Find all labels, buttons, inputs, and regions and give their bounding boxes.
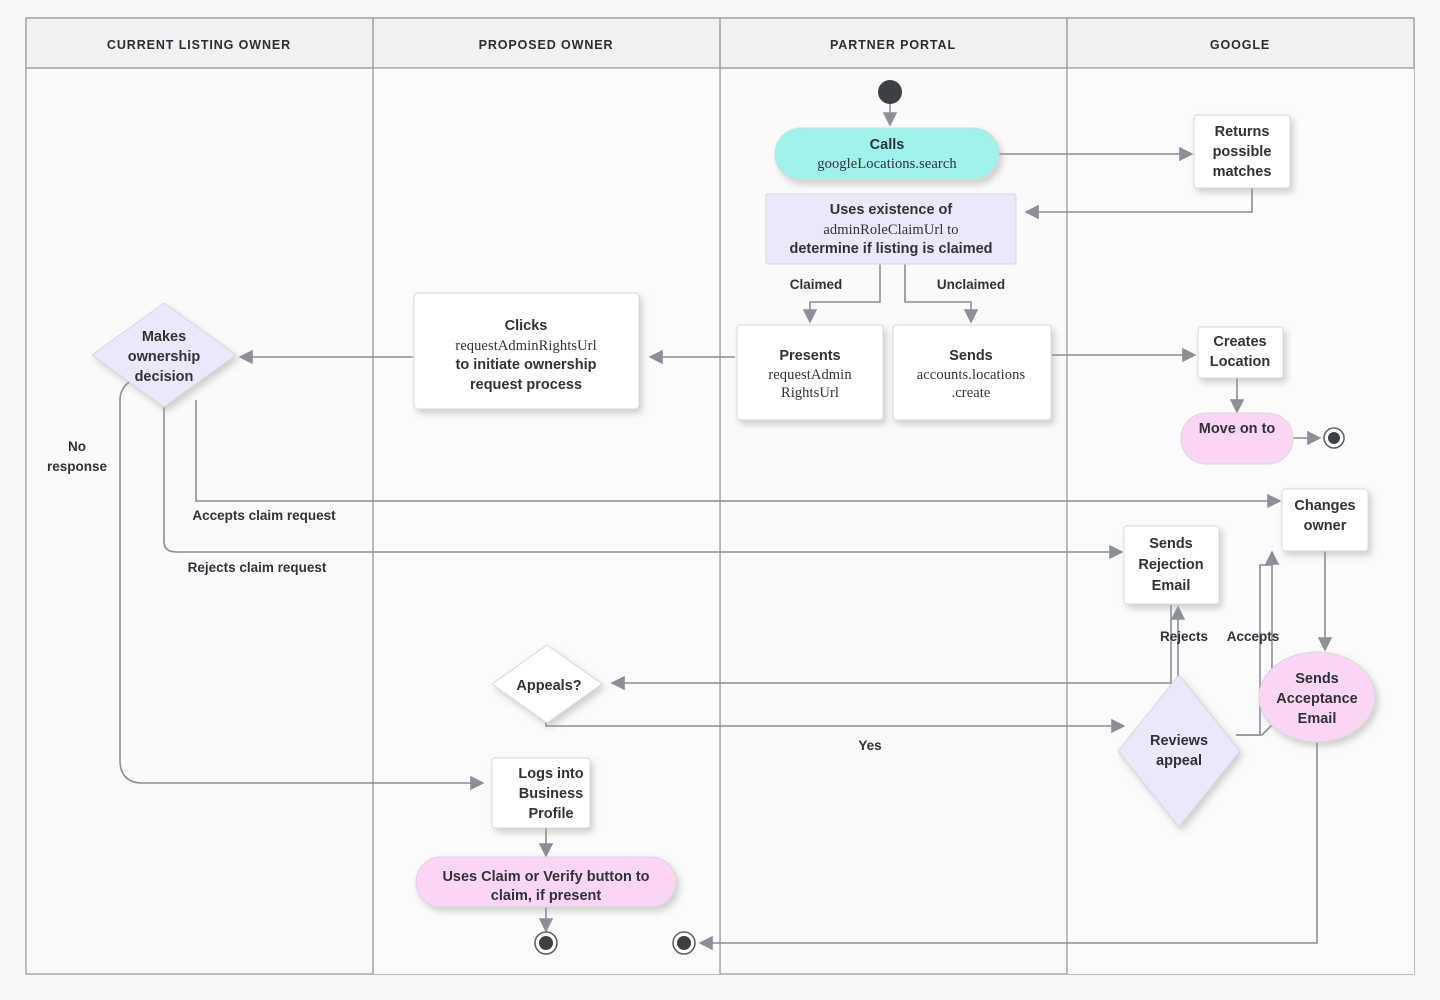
edge-label-rejects: Rejects [1160, 629, 1208, 644]
node-clicks-request-admin-rights-url[interactable]: Clicks requestAdminRightsUrl to initiate… [413, 292, 640, 410]
node-label-line: Logs into [518, 766, 583, 782]
node-label-line: determine if listing is claimed [789, 241, 992, 257]
edge-label-unclaimed: Unclaimed [937, 277, 1005, 292]
node-label-line: matches [1213, 164, 1272, 180]
node-label-line: Sends [949, 348, 993, 364]
node-uses-claim-or-verify-button[interactable]: Uses Claim or Verify button to claim, if… [415, 856, 677, 908]
node-label-line: appeal [1156, 753, 1202, 769]
lane-header-current-listing-owner: CURRENT LISTING OWNER [107, 38, 291, 52]
node-label-line: Email [1152, 578, 1191, 594]
node-label-line: accounts.locations [917, 367, 1026, 383]
node-label-line: .create [952, 385, 991, 401]
node-label-line: requestAdmin [768, 367, 852, 383]
node-label-line: Profile [528, 806, 573, 822]
node-uses-existence-admin-role-claim-url[interactable]: Uses existence of adminRoleClaimUrl to d… [765, 193, 1017, 265]
node-label-line: Creates [1213, 334, 1266, 350]
node-label-line: Move on to [1199, 421, 1276, 437]
edge-label-no-response-line2: response [47, 459, 108, 474]
node-calls-google-locations-search[interactable]: Calls googleLocations.search [774, 127, 1000, 181]
node-label-line: claim, if present [491, 888, 602, 904]
node-label-line: Changes [1294, 498, 1355, 514]
node-label-line: decision [135, 369, 194, 385]
node-logs-into-business-profile[interactable]: Logs into Business Profile [491, 757, 591, 829]
node-label-line: Calls [870, 137, 905, 153]
node-sends-acceptance-email[interactable]: Sends Acceptance Email [1258, 651, 1376, 743]
node-label-line: Sends [1149, 536, 1193, 552]
end-node-google [1323, 427, 1345, 449]
node-label-line: Presents [779, 348, 840, 364]
edge-label-no-response-line1: No [68, 439, 86, 454]
node-label-line: owner [1304, 518, 1347, 534]
node-label-line: Clicks [505, 318, 548, 334]
node-label-line: requestAdminRightsUrl [455, 338, 596, 354]
end-node-partner-portal [672, 931, 696, 955]
edge-label-accepts-claim-request: Accepts claim request [192, 508, 336, 523]
edge-label-claimed: Claimed [790, 277, 843, 292]
node-sends-rejection-email[interactable]: Sends Rejection Email [1123, 525, 1220, 605]
node-label-line: to initiate ownership [456, 357, 597, 373]
start-node-partner-portal [878, 80, 902, 104]
lane-header-proposed-owner: PROPOSED OWNER [479, 38, 614, 52]
lane-header-google: GOOGLE [1210, 38, 1270, 52]
node-creates-location[interactable]: Creates Location [1197, 326, 1284, 379]
node-label-line: Location [1210, 354, 1270, 370]
node-sends-accounts-locations-create[interactable]: Sends accounts.locations .create [892, 324, 1052, 421]
node-label-line: Returns [1215, 124, 1270, 140]
node-label-line: Uses Claim or Verify button to [442, 869, 649, 885]
edge-label-yes: Yes [858, 738, 881, 753]
node-presents-request-admin-rights-url[interactable]: Presents requestAdmin RightsUrl [736, 324, 884, 421]
node-label-line: Makes [142, 329, 186, 345]
end-node-proposed-owner [534, 931, 558, 955]
node-label-line: Reviews [1150, 733, 1208, 749]
node-label-line: ownership [128, 349, 201, 365]
node-label-line: googleLocations.search [817, 156, 957, 172]
lane-header-partner-portal: PARTNER PORTAL [830, 38, 956, 52]
node-label-line: Rejection [1138, 557, 1203, 573]
node-makes-ownership-decision[interactable]: Makes ownership decision [91, 302, 237, 408]
node-label-line: Appeals? [516, 678, 581, 694]
node-label-line: Acceptance [1276, 691, 1357, 707]
node-label-line: Business [519, 786, 583, 802]
node-reviews-appeal-decision[interactable]: Reviews appeal [1117, 674, 1241, 828]
node-label-line: Sends [1295, 671, 1339, 687]
node-move-on-to[interactable]: Move on to [1180, 412, 1294, 465]
node-label-line: RightsUrl [781, 385, 839, 401]
node-label-line: possible [1213, 144, 1272, 160]
edge-label-accepts: Accepts [1227, 629, 1280, 644]
node-label-line: Email [1298, 711, 1337, 727]
edge-label-rejects-claim-request: Rejects claim request [188, 560, 327, 575]
node-changes-owner[interactable]: Changes owner [1281, 488, 1369, 552]
node-label-line: adminRoleClaimUrl to [823, 222, 958, 238]
node-appeals-decision[interactable]: Appeals? [491, 644, 603, 724]
node-label-line: Uses existence of [830, 202, 953, 218]
node-label-line: request process [470, 377, 582, 393]
node-returns-possible-matches[interactable]: Returns possible matches [1193, 114, 1291, 189]
